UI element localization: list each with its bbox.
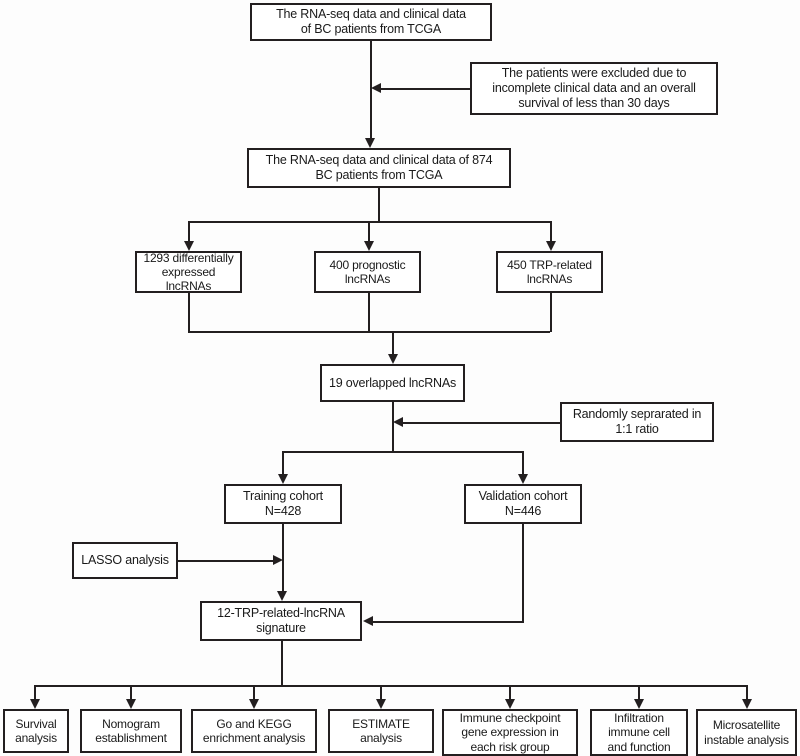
connector-drop-go-kegg <box>253 685 255 699</box>
arrowhead-survival <box>29 699 40 709</box>
node-exclusion-criteria: The patients were excluded due to incomp… <box>470 62 718 115</box>
node-analysis-go-kegg: Go and KEGG enrichment analysis <box>191 709 317 753</box>
node-deg-lncrnas: 1293 differentially expressed lncRNAs <box>135 251 242 293</box>
connector-merge-to-overlapped <box>392 331 394 354</box>
arrowhead-estimate <box>375 699 386 709</box>
arrowhead-merge-to-overlapped <box>387 354 398 364</box>
connector-validation-down <box>522 524 524 622</box>
connector-training-to-signature <box>282 524 284 591</box>
node-analysis-nomogram: Nomogram establishment <box>80 709 182 753</box>
connector-split-right-drop <box>550 221 552 241</box>
connector-trp-down <box>550 293 552 332</box>
arrowhead-validation-to-signature <box>363 615 373 626</box>
connector-validation-to-signature <box>373 621 524 623</box>
node-lasso-analysis: LASSO analysis <box>72 542 178 579</box>
arrowhead-to-training-cohort <box>277 474 288 484</box>
arrowhead-split-right <box>545 241 556 251</box>
node-filtered-data: The RNA-seq data and clinical data of 87… <box>247 148 511 188</box>
connector-merge-bar <box>188 331 550 333</box>
connector-signature-down <box>281 641 283 686</box>
node-randomization: Randomly seprarated in 1:1 ratio <box>560 402 714 442</box>
connector-filtered-down <box>378 188 380 222</box>
node-analysis-infiltration: Infiltration immune cell and function <box>590 709 688 756</box>
arrowhead-split-mid <box>363 241 374 251</box>
connector-drop-microsatellite <box>746 685 748 699</box>
connector-lasso-to-trunk <box>178 560 273 562</box>
arrowhead-lasso-to-trunk <box>273 554 283 565</box>
node-source-data: The RNA-seq data and clinical data of BC… <box>250 3 492 41</box>
arrowhead-randomization-to-trunk <box>393 416 403 427</box>
connector-exclusion-to-trunk <box>381 88 470 90</box>
node-validation-cohort: Validation cohort N=446 <box>464 484 582 524</box>
connector-overlapped-down <box>392 402 394 452</box>
node-trp-related-lncrnas: 450 TRP-related lncRNAs <box>496 251 603 293</box>
connector-split-left-drop <box>188 221 190 241</box>
connector-drop-estimate <box>380 685 382 699</box>
node-analysis-estimate: ESTIMATE analysis <box>328 709 434 753</box>
connector-drop-survival <box>34 685 36 699</box>
connector-split-mid-drop <box>368 221 370 241</box>
node-signature: 12-TRP-related-lncRNA signature <box>200 601 362 641</box>
arrowhead-go-kegg <box>248 699 259 709</box>
connector-randomization-to-trunk <box>403 422 560 424</box>
arrowhead-microsatellite <box>741 699 752 709</box>
arrowhead-split-left <box>183 241 194 251</box>
node-overlapped-lncrnas: 19 overlapped lncRNAs <box>320 364 465 402</box>
connector-drop-immune-checkpoint <box>509 685 511 699</box>
connector-drop-infiltration <box>638 685 640 699</box>
arrowhead-source-to-filtered <box>364 138 375 148</box>
connector-cohort-left-drop <box>282 451 284 474</box>
connector-analyses-distribution-bar <box>34 685 748 687</box>
arrowhead-exclusion-to-trunk <box>371 82 381 93</box>
arrowhead-nomogram <box>125 699 136 709</box>
connector-prognostic-down <box>368 293 370 332</box>
arrowhead-training-to-signature <box>276 591 287 601</box>
connector-cohort-right-drop <box>522 451 524 474</box>
connector-deg-down <box>188 293 190 332</box>
arrowhead-immune-checkpoint <box>504 699 515 709</box>
node-analysis-immune-checkpoint: Immune checkpoint gene expression in eac… <box>442 709 578 756</box>
connector-cohort-split-bar <box>282 451 522 453</box>
connector-drop-nomogram <box>130 685 132 699</box>
node-analysis-survival: Survival analysis <box>3 709 69 753</box>
node-training-cohort: Training cohort N=428 <box>224 484 342 524</box>
node-prognostic-lncrnas: 400 prognostic lncRNAs <box>314 251 421 293</box>
node-analysis-microsatellite: Microsatellite instable analysis <box>696 709 797 756</box>
arrowhead-to-validation-cohort <box>517 474 528 484</box>
arrowhead-infiltration <box>633 699 644 709</box>
